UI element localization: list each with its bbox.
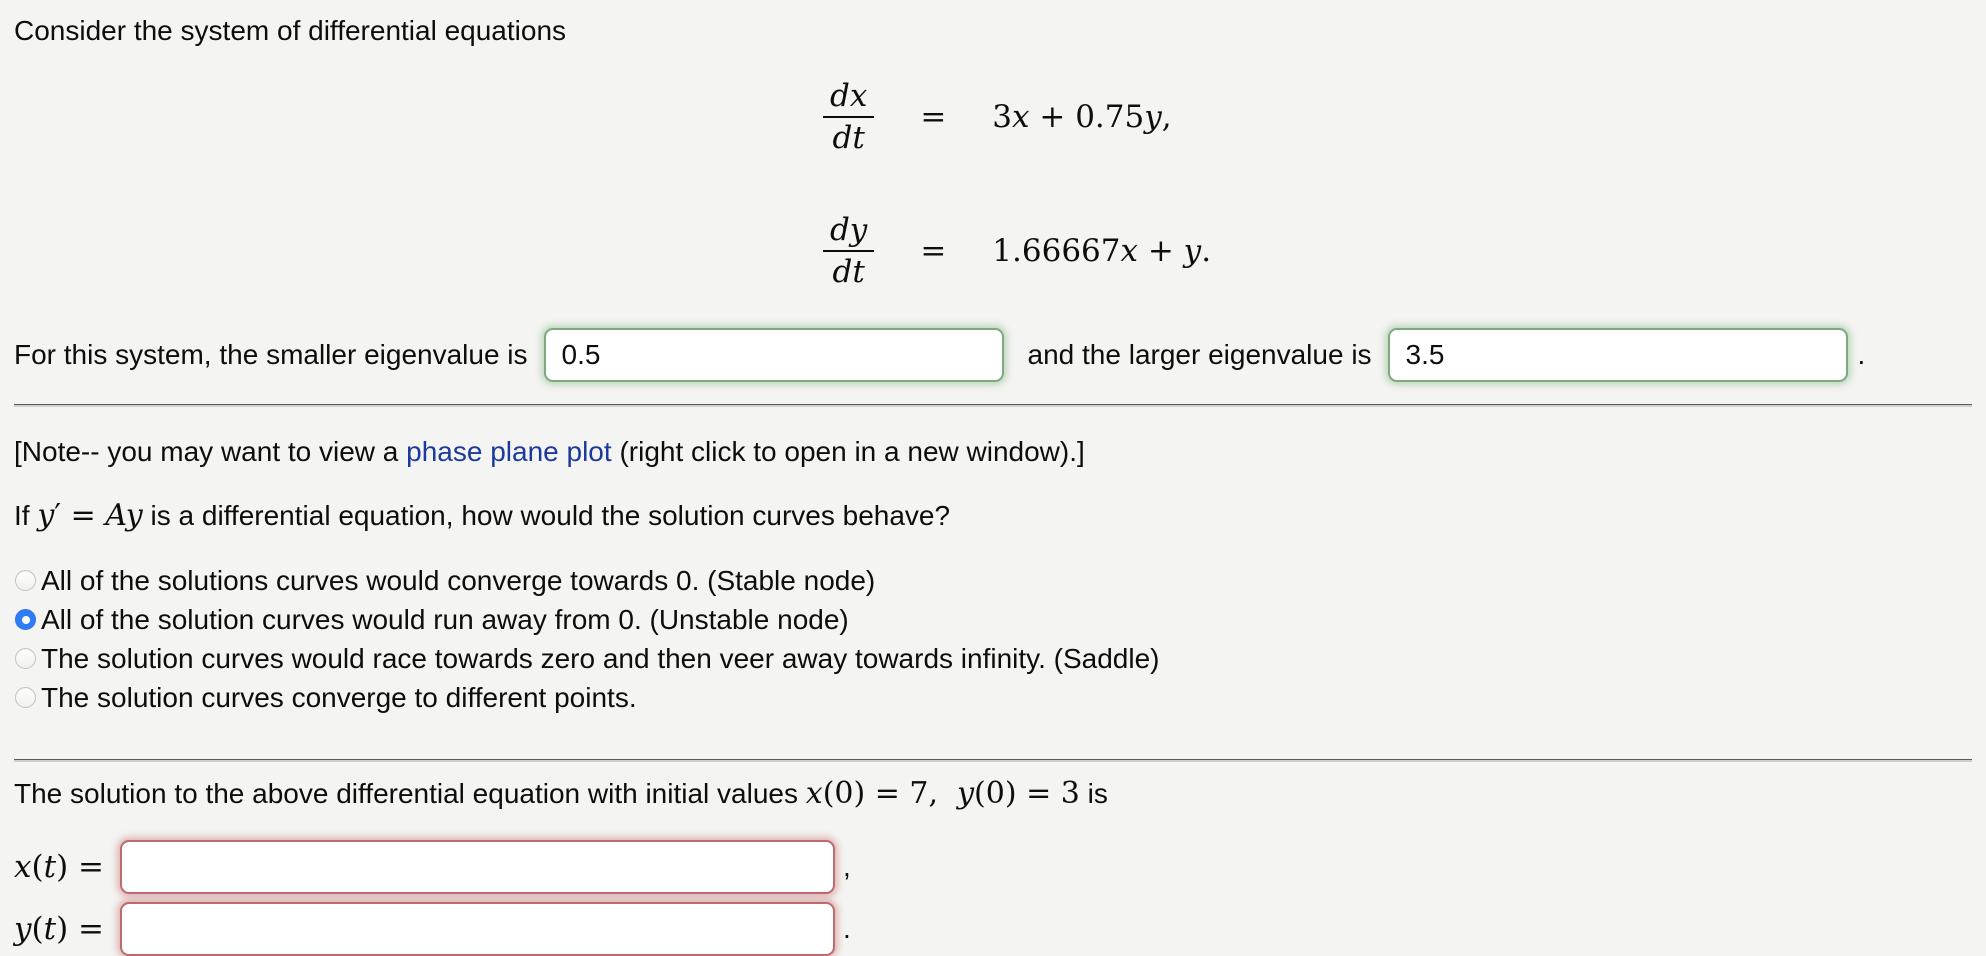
radio-icon[interactable] (15, 648, 36, 669)
equation-1-rhs: 3x + 0.75y, (992, 99, 1172, 135)
radio-option-label: All of the solutions curves would conver… (41, 564, 876, 596)
radio-option-different-points[interactable]: The solution curves converge to differen… (14, 678, 1972, 717)
question-before: If (14, 500, 38, 531)
equation-2-rhs: 1.66667x + y. (992, 233, 1212, 269)
larger-eigenvalue-input[interactable] (1387, 328, 1848, 382)
x-of-t-label: x(t) = (14, 849, 104, 885)
solution-prompt: The solution to the above differential e… (14, 776, 1972, 812)
eigenvalue-row: For this system, the smaller eigenvalue … (14, 328, 1972, 382)
section-divider (14, 759, 1972, 762)
x-of-t-input[interactable] (120, 840, 835, 894)
equation-1-equals: = (920, 99, 947, 135)
fraction-numerator: dy (822, 212, 875, 252)
phase-plane-plot-link[interactable]: phase plane plot (406, 436, 612, 467)
radio-icon[interactable] (15, 570, 36, 591)
note-before: [Note-- you may want to view a (14, 436, 407, 467)
intro-text: Consider the system of differential equa… (14, 15, 567, 46)
radio-option-label: The solution curves converge to differen… (41, 681, 637, 713)
larger-eigenvalue-label: and the larger eigenvalue is (1027, 339, 1372, 370)
question-after: is a differential equation, how would th… (142, 500, 951, 531)
fraction-dx-dt: dx dt (822, 78, 875, 156)
radio-option-saddle[interactable]: The solution curves would race towards z… (14, 639, 1972, 678)
radio-option-unstable-node[interactable]: All of the solution curves would run awa… (14, 600, 1972, 639)
y-of-t-row: y(t) = . (14, 902, 1972, 956)
section-divider (14, 404, 1972, 407)
row-suffix: . (843, 913, 851, 944)
sentence-period: . (1857, 339, 1866, 370)
fraction-numerator: dx (822, 78, 875, 118)
smaller-eigenvalue-label: For this system, the smaller eigenvalue … (14, 339, 528, 370)
note-text: [Note-- you may want to view a phase pla… (14, 435, 1972, 469)
radio-option-label: The solution curves would race towards z… (41, 642, 1160, 674)
radio-option-label: All of the solution curves would run awa… (41, 603, 849, 635)
x-of-t-row: x(t) = , (14, 840, 1972, 894)
row-suffix: , (843, 851, 851, 882)
fraction-denominator: dt (832, 254, 865, 290)
equation-2-lhs: dy dt (822, 212, 875, 290)
fraction-dy-dt: dy dt (822, 212, 875, 290)
smaller-eigenvalue-input[interactable] (543, 328, 1004, 382)
initial-values-math: x(0) = 7, y(0) = 3 (805, 776, 1080, 811)
radio-option-group: All of the solutions curves would conver… (14, 561, 1972, 717)
radio-icon[interactable] (15, 609, 36, 630)
solution-before: The solution to the above differential e… (14, 778, 806, 809)
y-of-t-input[interactable] (120, 902, 836, 956)
equation-block: dx dt = 3x + 0.75y, dy dt = 1.66667x + y… (38, 78, 1986, 290)
fraction-denominator: dt (832, 120, 865, 156)
solution-after: is (1079, 778, 1108, 809)
radio-option-stable-node[interactable]: All of the solutions curves would conver… (14, 561, 1972, 600)
question-math: y′ = Ay (37, 498, 143, 533)
question-text: If y′ = Ay is a differential equation, h… (14, 499, 1972, 533)
radio-icon[interactable] (15, 687, 36, 708)
equation-2-equals: = (920, 233, 947, 269)
equation-1-lhs: dx dt (822, 78, 875, 156)
y-of-t-label: y(t) = (14, 911, 105, 947)
note-after: (right click to open in a new window).] (611, 436, 1085, 467)
